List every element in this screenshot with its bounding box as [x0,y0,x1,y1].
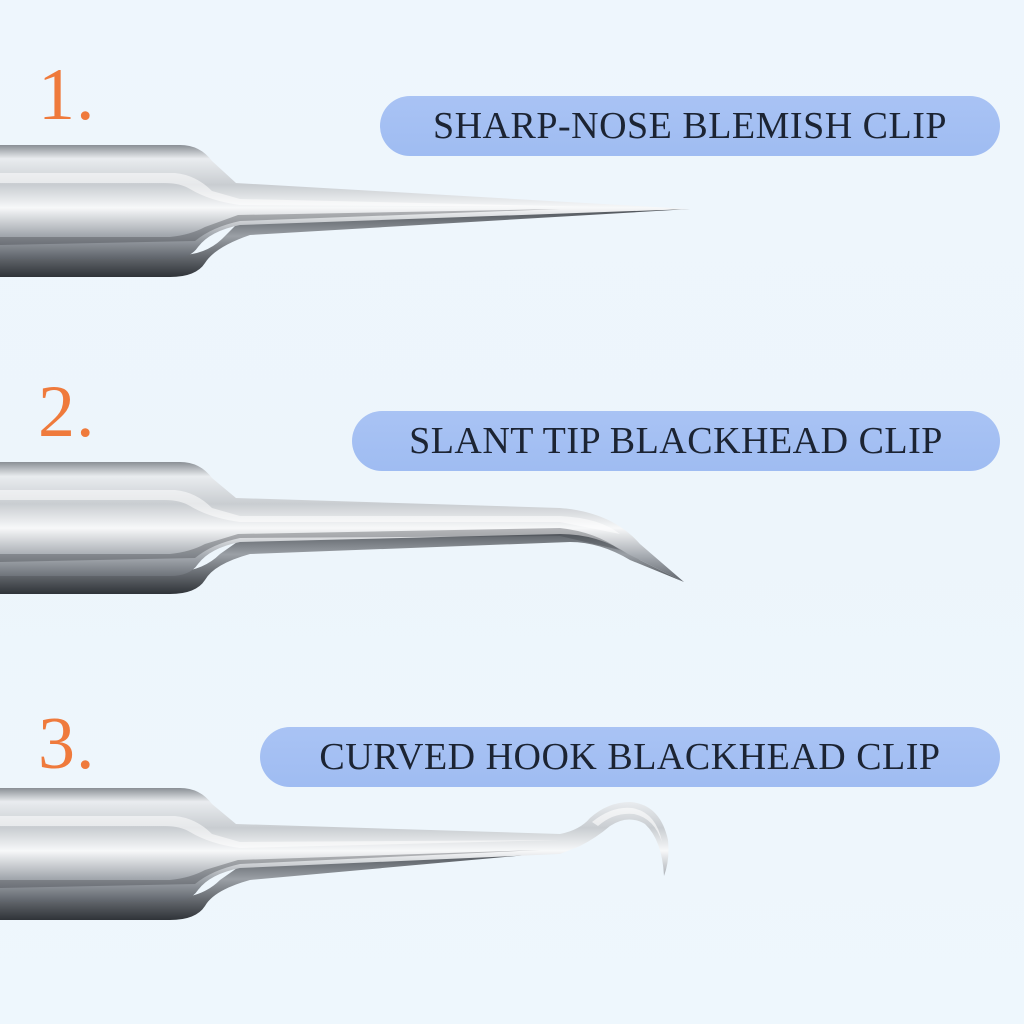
sharp-nose-tweezer-icon [0,145,690,277]
item-label-pill: CURVED HOOK BLACKHEAD CLIP [260,727,1000,787]
item-curved-hook: 3. CURVED HOOK BLACKHEAD CLIP [0,700,1024,1000]
item-label: SHARP-NOSE BLEMISH CLIP [432,105,948,147]
item-number: 3. [38,703,96,785]
item-label-pill: SLANT TIP BLACKHEAD CLIP [352,411,1000,471]
item-label: SLANT TIP BLACKHEAD CLIP [409,420,943,462]
slant-tip-tweezer-icon [0,462,684,594]
item-slant-tip: 2. SLANT TIP BLACKHEAD CLIP [0,370,1024,670]
curved-hook-tweezer-icon [0,788,669,920]
item-label: CURVED HOOK BLACKHEAD CLIP [319,736,941,778]
item-number: 1. [38,54,96,136]
item-sharp-nose: 1. SHARP-NOSE BLEMISH CLIP [0,55,1024,355]
item-number: 2. [38,371,96,453]
item-label-pill: SHARP-NOSE BLEMISH CLIP [380,96,1000,156]
